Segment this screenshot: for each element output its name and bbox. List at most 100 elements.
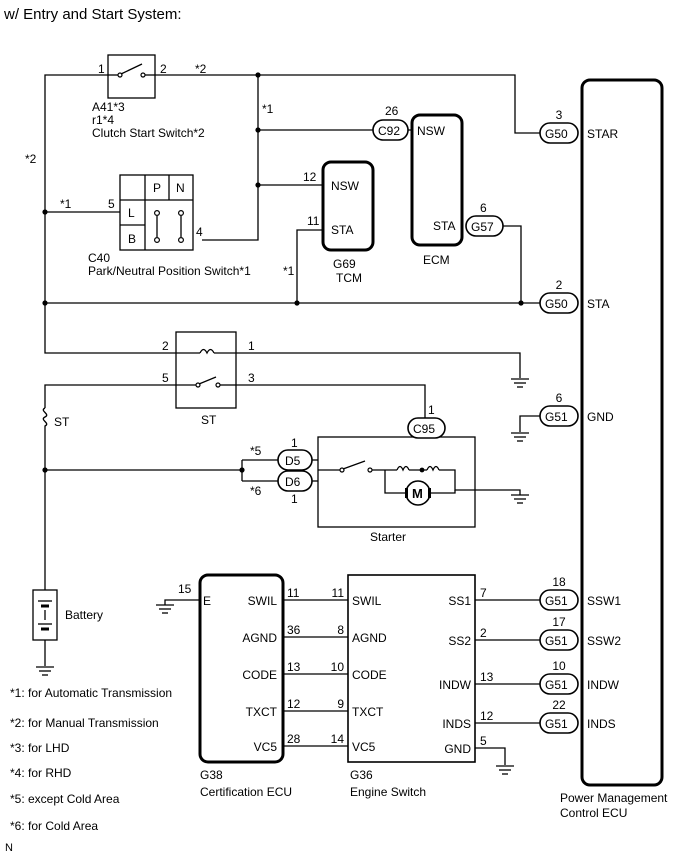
tcm-pin-12: 12 — [303, 170, 317, 184]
ecm-name: ECM — [423, 253, 450, 267]
ecm-nsw: NSW — [417, 124, 446, 138]
clutch-start-switch: 1 2 A41*3 r1*4 Clutch Start Switch*2 — [92, 54, 205, 140]
ground-icon — [36, 666, 54, 676]
cert-terminal-label: SWIL — [248, 594, 278, 608]
es-right-pin: 13 — [480, 670, 494, 684]
cert-terminal-pin: 12 — [287, 697, 301, 711]
cert-pin-e: 15 — [178, 582, 192, 596]
pnp-row-l: L — [128, 206, 135, 220]
es-left-label: CODE — [352, 668, 387, 682]
es-name: Engine Switch — [350, 785, 426, 799]
es-right-label: SS1 — [448, 594, 471, 608]
pm-terminal-label: INDS — [587, 717, 616, 731]
pm-terminal-label: SSW1 — [587, 594, 621, 608]
ground-symbols — [36, 378, 529, 775]
note-2: *2: for Manual Transmission — [10, 716, 159, 730]
relay-pin-3: 3 — [248, 371, 255, 385]
es-left-label: VC5 — [352, 740, 376, 754]
es-right-label: GND — [444, 742, 471, 756]
starter-name: Starter — [370, 530, 406, 544]
es-right-label: INDS — [442, 717, 471, 731]
cert-terminal-pin: 11 — [287, 586, 300, 600]
pnp-connector: C40 — [88, 251, 110, 265]
mark-star2-left: *2 — [25, 152, 37, 166]
pm-connector-pill — [539, 405, 579, 427]
mark-star1-pnp: *1 — [60, 197, 72, 211]
pm-connector: G51 — [545, 410, 568, 424]
battery-name: Battery — [65, 608, 103, 622]
pnp-row-b: B — [128, 232, 136, 246]
starter-d6: D6 — [285, 475, 301, 489]
es-left-pin: 9 — [337, 697, 344, 711]
clutch-pin-2: 2 — [160, 62, 167, 76]
ground-icon — [511, 378, 529, 388]
pm-name-line1: Power Management — [560, 791, 668, 805]
mark-star5: *5 — [250, 444, 262, 458]
pm-pin: 3 — [556, 108, 563, 122]
pm-pin: 18 — [552, 575, 566, 589]
park-neutral-position-switch: P N L B 5 4 C40 Park/Neutral Position Sw… — [88, 174, 251, 278]
es-right-label: SS2 — [448, 634, 471, 648]
cert-terminal-pin: 36 — [287, 623, 301, 637]
es-left-label: TXCT — [352, 705, 384, 719]
es-left-label: AGND — [352, 631, 387, 645]
cert-connector: G38 — [200, 768, 223, 782]
cert-terminal-label: VC5 — [254, 740, 278, 754]
engine-switch-rows: SWIL11AGND8CODE10TXCT9VC514SS17SS22INDW1… — [331, 586, 494, 756]
ecm: NSW STA C92 26 G57 6 ECM — [372, 104, 504, 267]
tcm: NSW STA 12 11 G69 TCM — [303, 160, 375, 285]
pm-terminal-label: SSW2 — [587, 634, 621, 648]
starter-pin-1-top: 1 — [428, 403, 435, 417]
pm-connector: G50 — [545, 127, 568, 141]
pm-pin: 6 — [556, 391, 563, 405]
cert-terminal-label: AGND — [242, 631, 277, 645]
pnp-switch-name: Park/Neutral Position Switch*1 — [88, 264, 251, 278]
st-relay: 2 1 5 3 ST — [162, 331, 255, 427]
tcm-nsw: NSW — [331, 179, 360, 193]
es-left-pin: 14 — [331, 732, 345, 746]
es-right-pin: 2 — [480, 626, 487, 640]
pm-name-line2: Control ECU — [560, 806, 627, 820]
footnotes: *1: for Automatic Transmission *2: for M… — [10, 686, 172, 833]
mark-star6: *6 — [250, 484, 262, 498]
starter: C95 1 M Starter D5 D6 1 1 *5 *6 — [250, 403, 476, 544]
pm-connector: G51 — [545, 594, 568, 608]
pnp-col-n: N — [176, 181, 185, 195]
ground-icon — [156, 604, 174, 614]
note-1: *1: for Automatic Transmission — [10, 686, 172, 700]
starter-motor: M — [412, 486, 423, 501]
relay-pin-1: 1 — [248, 339, 255, 353]
es-left-label: SWIL — [352, 594, 382, 608]
pnp-col-p: P — [153, 181, 161, 195]
ecm-pin-26: 26 — [385, 104, 399, 118]
tcm-connector: G69 — [333, 257, 356, 271]
es-left-pin: 8 — [337, 623, 344, 637]
pm-connector-pill — [539, 712, 579, 734]
clutch-connector-r1: r1*4 — [92, 113, 114, 127]
note-3: *3: for LHD — [10, 741, 70, 755]
pnp-pin-5: 5 — [108, 197, 115, 211]
cert-terminal-pin: 13 — [287, 660, 301, 674]
relay-pin-5: 5 — [162, 371, 169, 385]
pm-pin: 10 — [552, 659, 566, 673]
pm-connector-pill — [539, 589, 579, 611]
pm-terminals: G503STARG502STAG516GNDG5118SSW1G5117SSW2… — [539, 108, 621, 734]
es-left-pin: 10 — [331, 660, 345, 674]
ground-icon — [511, 432, 529, 442]
mark-star2-top: *2 — [195, 62, 207, 76]
es-right-pin: 5 — [480, 734, 487, 748]
pm-pin: 17 — [552, 615, 566, 629]
pm-pin: 22 — [552, 698, 566, 712]
pm-pin: 2 — [556, 278, 563, 292]
ecm-c92: C92 — [378, 124, 400, 138]
es-left-pin: 11 — [332, 586, 345, 600]
note-4: *4: for RHD — [10, 766, 72, 780]
es-right-label: INDW — [439, 678, 472, 692]
relay-name: ST — [201, 413, 217, 427]
pm-connector-pill — [539, 292, 579, 314]
mark-star1-top: *1 — [262, 102, 274, 116]
es-right-pin: 12 — [480, 709, 494, 723]
relay-pin-2: 2 — [162, 339, 169, 353]
footer-code: N — [5, 842, 13, 854]
